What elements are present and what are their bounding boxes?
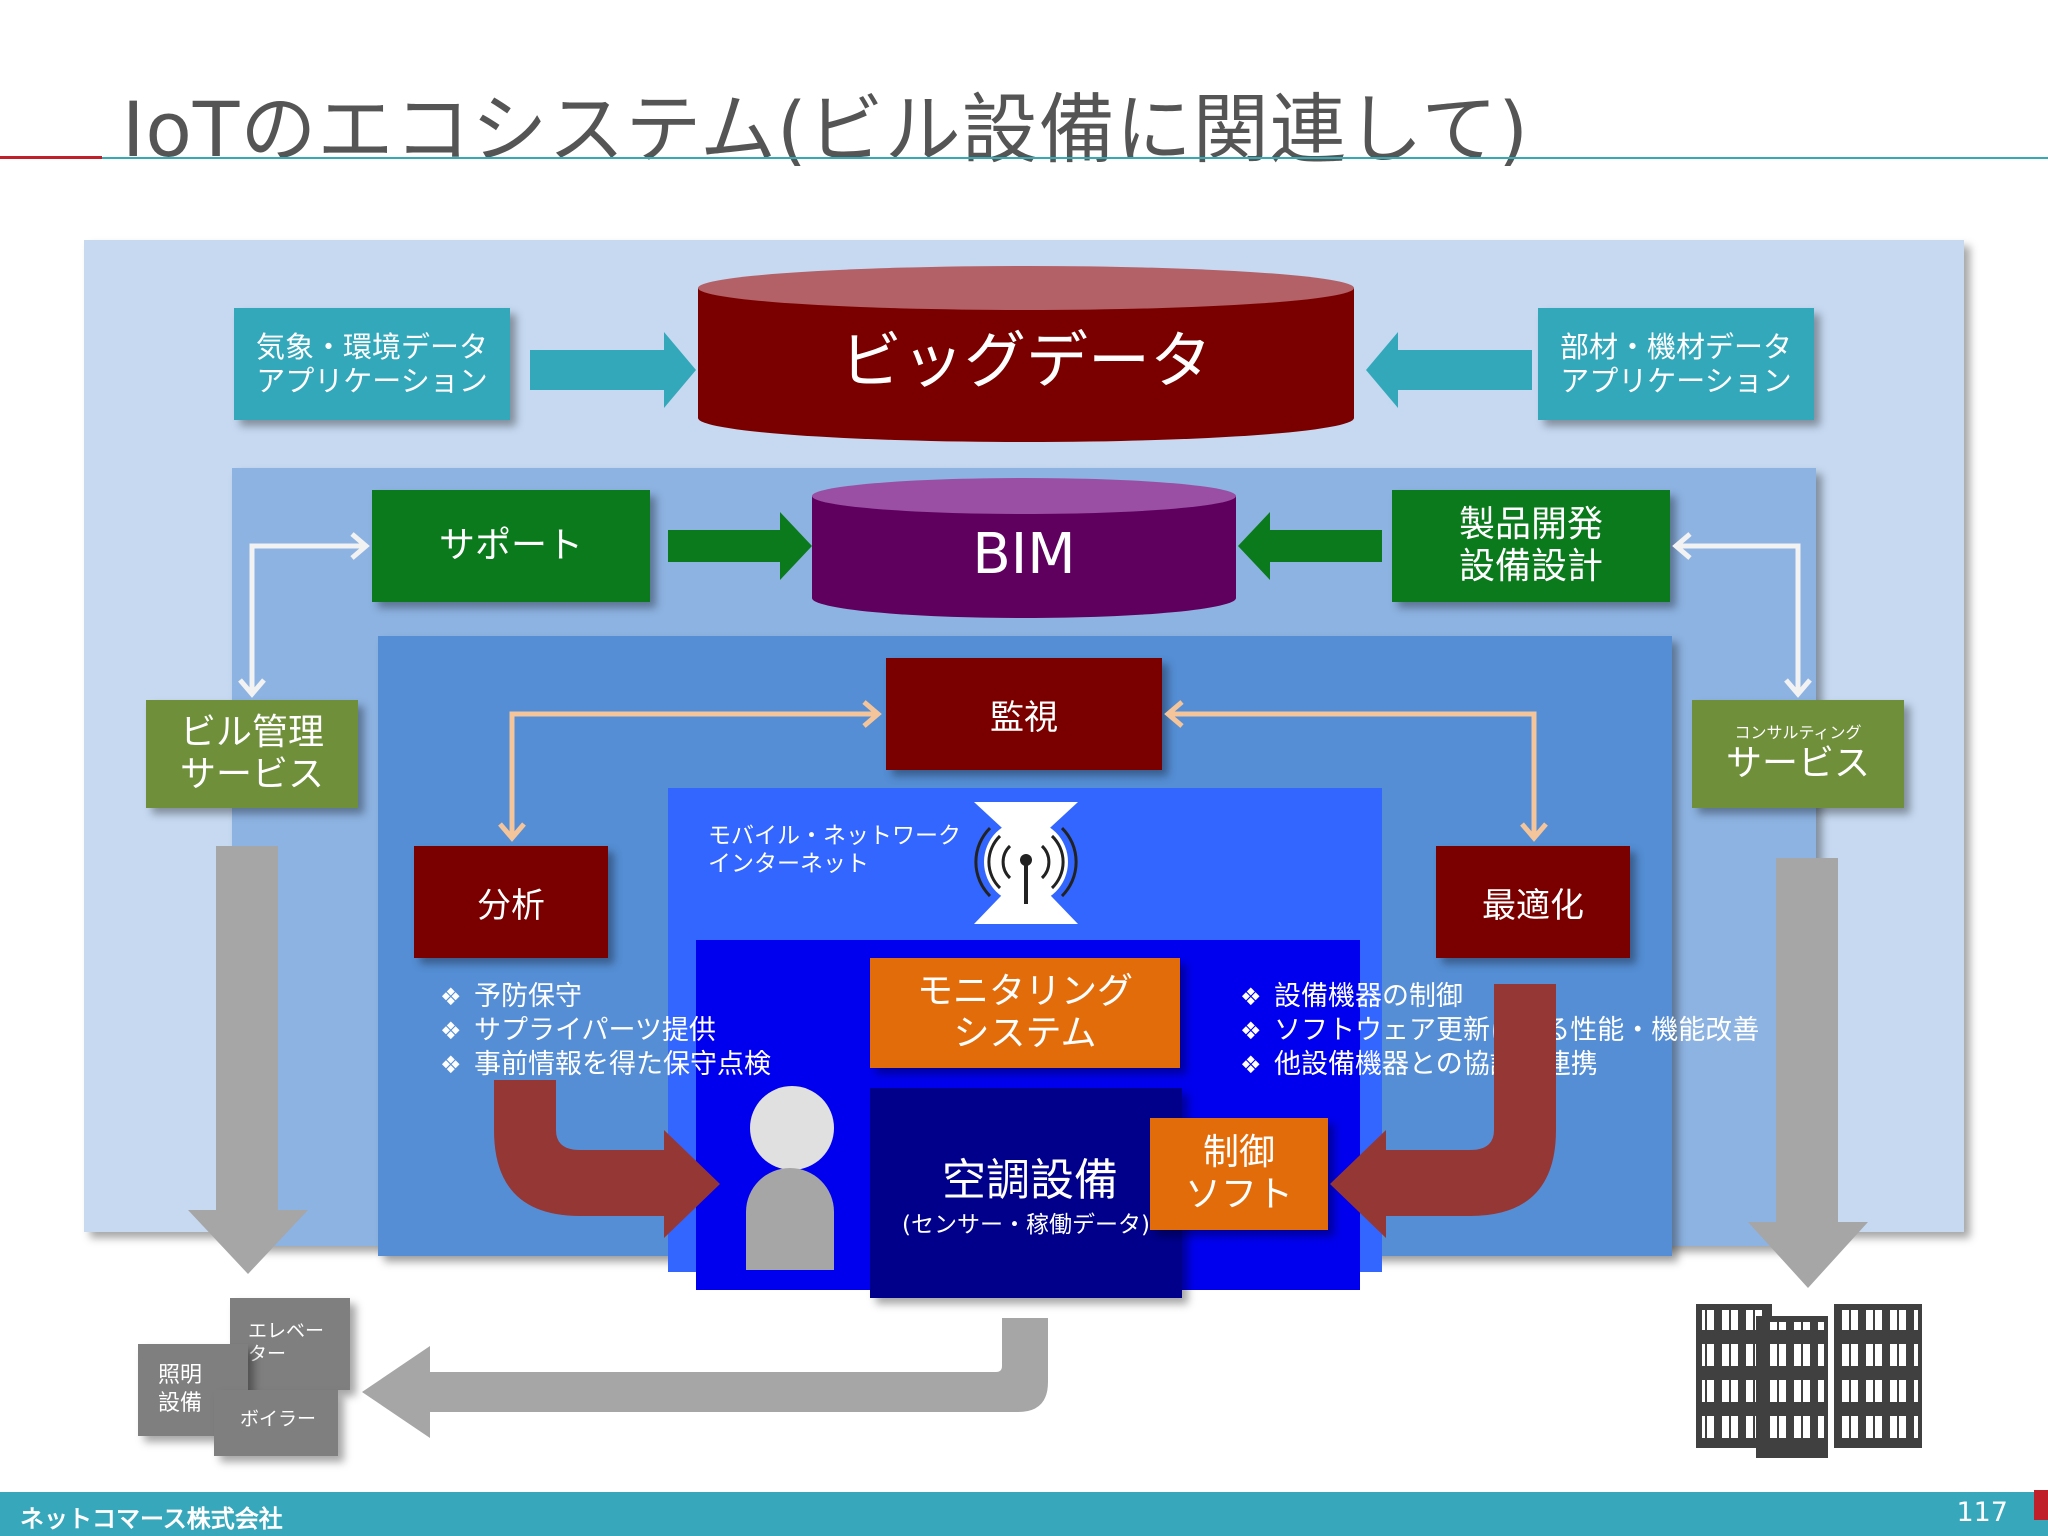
elevator-box: エレベー ター: [230, 1298, 350, 1390]
control-software-line1: 制御: [1202, 1132, 1275, 1173]
buildings-icon: [1696, 1304, 1922, 1458]
consulting-service: コンサルティング サービス: [1692, 700, 1904, 808]
footer-bar: [0, 1492, 2048, 1536]
control-software-box: 制御 ソフト: [1150, 1118, 1328, 1230]
control-software-line2: ソフト: [1184, 1174, 1293, 1215]
title-underline: [102, 157, 2048, 159]
right-benefit-item: 他設備機器との協調・連携: [1240, 1048, 1776, 1082]
lighting-line1: 照明: [158, 1363, 203, 1388]
footer-company: ネットコマース株式会社: [20, 1505, 283, 1533]
consulting-small-label: コンサルティング: [1734, 723, 1862, 742]
bim-label: BIM: [972, 521, 1076, 587]
product-dev-line1: 製品開発: [1458, 504, 1603, 545]
building-management-line1: ビル管理: [179, 712, 324, 753]
left-benefit-list: 予防保守 サプライパーツ提供 事前情報を得た保守点検: [440, 980, 771, 1082]
right-benefit-item: 設備機器の制御: [1240, 980, 1776, 1014]
page-title: IoTのエコシステム(ビル設備に関連して): [122, 85, 1530, 174]
weather-data-app-line1: 気象・環境データ: [255, 330, 488, 364]
big-data-cylinder: [698, 266, 1354, 442]
monitoring-box: 監視: [886, 658, 1162, 770]
consulting-service-label: サービス: [1725, 743, 1870, 784]
weather-data-app-line2: アプリケーション: [256, 364, 488, 398]
product-dev-line2: 設備設計: [1458, 546, 1603, 587]
parts-data-app-line2: アプリケーション: [1560, 364, 1792, 398]
elevator-line1: エレベー: [248, 1320, 325, 1342]
network-label-line2: インターネット: [708, 851, 869, 877]
hvac-to-equipment-arrow: [362, 1318, 1048, 1438]
elevator-line2: ター: [248, 1343, 287, 1365]
bim-cylinder: [812, 478, 1236, 618]
optimization-box: 最適化: [1436, 846, 1630, 958]
building-management-service: ビル管理 サービス: [146, 700, 358, 808]
right-benefit-list: 設備機器の制御 ソフトウェア更新による性能・機能改善 他設備機器との協調・連携: [1240, 980, 1776, 1082]
network-label: モバイル・ネットワーク インターネット: [708, 822, 961, 878]
antenna-icon: [974, 802, 1078, 924]
left-benefit-item: 予防保守: [440, 980, 771, 1014]
big-data-label: ビッグデータ: [839, 324, 1212, 397]
boiler-label: ボイラー: [240, 1408, 317, 1430]
hvac-box: [870, 1088, 1182, 1298]
title-underline-accent: [0, 156, 102, 159]
right-benefit-item: ソフトウェア更新による性能・機能改善: [1240, 1014, 1776, 1048]
person-icon: [746, 1086, 834, 1270]
weather-data-app: 気象・環境データ アプリケーション: [234, 308, 510, 420]
page-number: 117: [1956, 1497, 2008, 1528]
footer-accent: [2034, 1490, 2048, 1520]
parts-data-app-line1: 部材・機材データ: [1559, 330, 1792, 364]
monitoring-system-box: モニタリング システム: [870, 958, 1180, 1068]
product-dev-box: 製品開発 設備設計: [1392, 490, 1670, 602]
analysis-box: 分析: [414, 846, 608, 958]
monitoring-system-line2: システム: [953, 1013, 1097, 1054]
hvac-sub-label: (センサー・稼働データ): [902, 1212, 1150, 1238]
building-management-line2: サービス: [179, 754, 324, 795]
lighting-line2: 設備: [158, 1391, 203, 1416]
left-benefit-item: サプライパーツ提供: [440, 1014, 771, 1048]
network-label-line1: モバイル・ネットワーク: [708, 823, 961, 849]
monitoring-system-line1: モニタリング: [916, 971, 1133, 1012]
hvac-label: 空調設備: [942, 1155, 1118, 1206]
support-box: サポート: [372, 490, 650, 602]
right-benefit-clip: 設備機器の制御 ソフトウェア更新による性能・機能改善 他設備機器との協調・連携: [1240, 980, 1776, 1090]
parts-data-app: 部材・機材データ アプリケーション: [1538, 308, 1814, 420]
left-benefit-item: 事前情報を得た保守点検: [440, 1048, 771, 1082]
boiler-box: ボイラー: [214, 1390, 338, 1456]
